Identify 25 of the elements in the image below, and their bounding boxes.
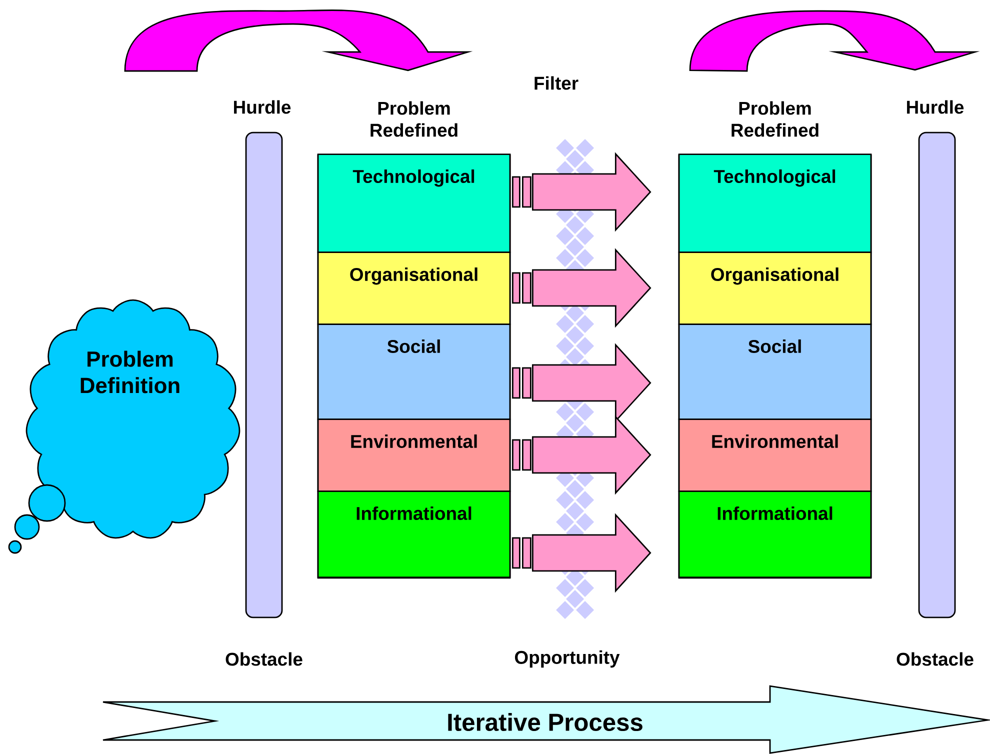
block-arrow bbox=[512, 415, 652, 495]
category-box: Technological bbox=[317, 154, 511, 254]
block-arrow bbox=[512, 152, 652, 232]
category-box: Technological bbox=[678, 154, 872, 254]
column-heading: Filter bbox=[534, 76, 578, 90]
category-box: Environmental bbox=[678, 418, 872, 492]
category-box: Organisational bbox=[678, 252, 872, 326]
bar-heading: Hurdle bbox=[234, 100, 291, 114]
stack-heading: Problem Redefined bbox=[370, 101, 458, 137]
curved-arrow bbox=[689, 10, 976, 72]
block-arrow bbox=[512, 248, 652, 328]
category-box: Social bbox=[678, 324, 872, 420]
caption-text: Obstacle bbox=[226, 652, 302, 666]
thought-cloud: Problem Definition bbox=[8, 299, 240, 554]
block-arrow bbox=[512, 513, 652, 593]
category-box: Social bbox=[317, 324, 511, 420]
category-box: Organisational bbox=[317, 252, 511, 326]
category-box: Informational bbox=[317, 490, 511, 578]
curved-arrow bbox=[124, 10, 469, 72]
caption-text: Opportunity bbox=[514, 650, 620, 668]
category-box: Environmental bbox=[317, 418, 511, 492]
category-box: Informational bbox=[678, 490, 872, 578]
bar-heading: Hurdle bbox=[907, 100, 964, 114]
stack-heading: Problem Redefined bbox=[732, 101, 818, 137]
caption-text: Obstacle bbox=[896, 652, 974, 666]
